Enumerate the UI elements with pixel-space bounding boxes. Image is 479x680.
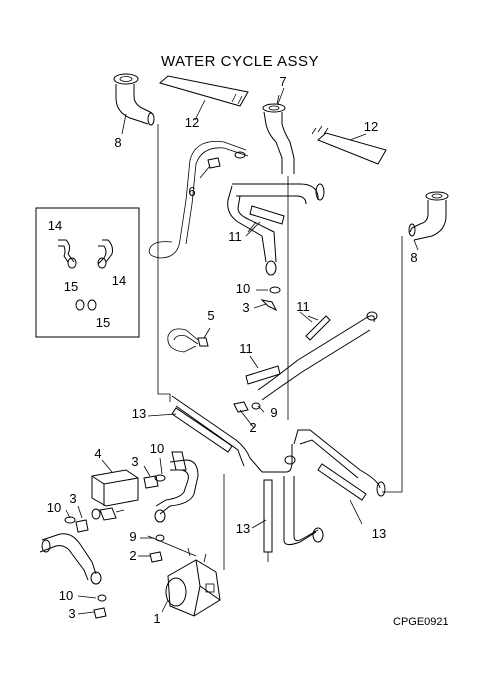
callout-10-bottom: 10 bbox=[59, 588, 73, 603]
callout-10-mid: 10 bbox=[236, 281, 250, 296]
callout-11-upper: 11 bbox=[228, 229, 242, 244]
callout-10-left-upper: 10 bbox=[150, 441, 164, 456]
callout-14-right: 14 bbox=[112, 273, 126, 288]
upper-hose-assembly bbox=[227, 183, 325, 276]
vent-hose-loop bbox=[148, 141, 249, 259]
short-hose-right bbox=[305, 315, 331, 341]
callout-15-right: 15 bbox=[96, 315, 110, 330]
water-pump bbox=[147, 535, 221, 617]
drain-tube bbox=[167, 327, 211, 353]
callout-10-left: 10 bbox=[47, 500, 61, 515]
callout-13-center: 13 bbox=[236, 521, 250, 536]
lower-long-hoses bbox=[171, 395, 386, 562]
callout-12-left: 12 bbox=[185, 115, 199, 130]
callout-1: 1 bbox=[153, 611, 160, 626]
label-sticker-left bbox=[158, 75, 249, 121]
inset-detail-box bbox=[35, 207, 140, 338]
callout-4: 4 bbox=[94, 446, 101, 461]
callout-13-left: 13 bbox=[132, 406, 146, 421]
filler-neck-left bbox=[113, 73, 171, 402]
callout-15-left: 15 bbox=[64, 279, 78, 294]
callout-6: 6 bbox=[188, 184, 195, 199]
callout-8-left: 8 bbox=[114, 135, 121, 150]
callout-3-bottom: 3 bbox=[68, 606, 75, 621]
diagram-title: WATER CYCLE ASSY bbox=[161, 53, 319, 70]
clamps-bottom bbox=[93, 474, 225, 619]
filler-neck-center bbox=[262, 94, 295, 420]
clamp-ring-mid bbox=[260, 286, 281, 312]
callouts: 8 12 7 12 6 11 8 14 14 15 15 10 3 11 5 1… bbox=[47, 74, 418, 626]
callout-8-right: 8 bbox=[410, 250, 417, 265]
drawing-code: CPGE0921 bbox=[393, 616, 449, 628]
clamps-left bbox=[64, 474, 166, 533]
callout-11-right: 11 bbox=[296, 299, 310, 314]
callout-9-center: 9 bbox=[270, 405, 277, 420]
callout-13-right: 13 bbox=[372, 526, 386, 541]
callout-3-mid: 3 bbox=[242, 300, 249, 315]
leader-lines bbox=[65, 87, 419, 615]
s-shaped-hose bbox=[154, 451, 199, 523]
clamp-center bbox=[233, 401, 261, 413]
callout-12-right: 12 bbox=[364, 119, 378, 134]
callout-2-center: 2 bbox=[249, 420, 256, 435]
callout-3-left-upper: 3 bbox=[131, 454, 138, 469]
callout-9-bottom: 9 bbox=[129, 529, 136, 544]
filler-neck-right bbox=[382, 191, 449, 493]
lower-left-hose bbox=[39, 533, 102, 585]
callout-3-left: 3 bbox=[69, 491, 76, 506]
callout-2-bottom: 2 bbox=[129, 548, 136, 563]
label-sticker-right bbox=[311, 125, 387, 165]
callout-14-left: 14 bbox=[48, 218, 62, 233]
water-valve-unit bbox=[91, 469, 139, 521]
callout-5: 5 bbox=[207, 308, 214, 323]
callout-11-center: 11 bbox=[239, 341, 253, 356]
callout-7: 7 bbox=[279, 74, 286, 89]
center-main-hose bbox=[245, 311, 378, 401]
